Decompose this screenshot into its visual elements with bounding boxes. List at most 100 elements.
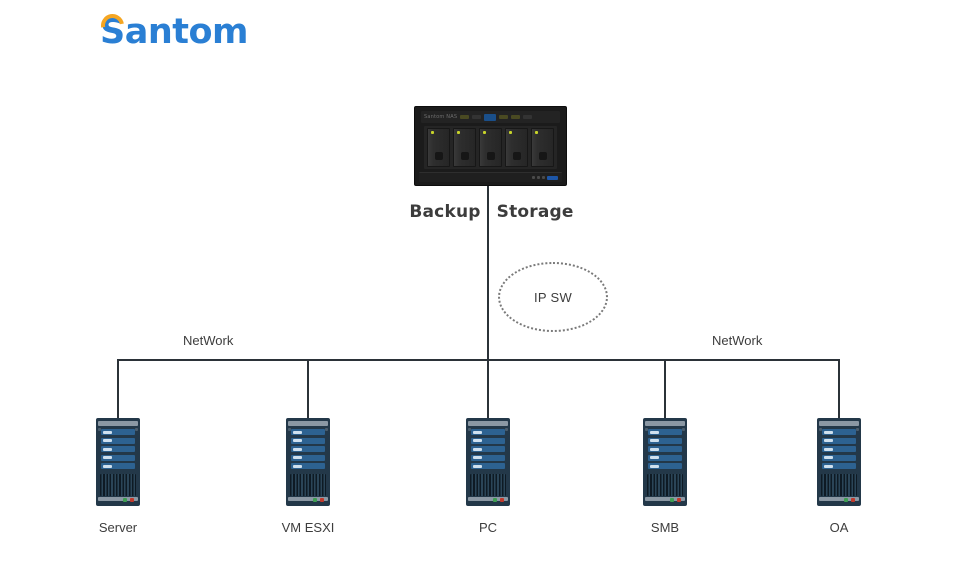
node-label-smb: SMB [650, 520, 680, 535]
tower-status-leds [670, 498, 681, 502]
drive-latch-icon [486, 152, 495, 160]
tower-corner-screw [98, 428, 101, 431]
network-bus-line [117, 359, 839, 361]
nas-drive-bay [479, 128, 502, 167]
tower-vent-grille [100, 474, 136, 496]
tower-bottom-trim [819, 497, 859, 502]
nas-status-led-3 [484, 113, 497, 121]
node-smb[interactable]: SMB [605, 418, 725, 535]
nas-drive-bay [427, 128, 450, 167]
tower-drive-bay [648, 446, 682, 452]
tower-corner-screw [135, 428, 138, 431]
tower-corner-screw [505, 428, 508, 431]
nas-power-led-icon [547, 175, 558, 180]
power-led-icon [844, 498, 848, 502]
tower-drive-bay [291, 463, 325, 469]
alert-led-icon [851, 498, 855, 502]
tower-drive-bay [471, 429, 505, 435]
tower-drive-bay [471, 463, 505, 469]
tower-vent-grille [647, 474, 683, 496]
ip-switch-node: IP SW [498, 262, 608, 332]
alert-led-icon [130, 498, 134, 502]
node-oa[interactable]: OA [779, 418, 899, 535]
nas-top-panel: Santom NAS [421, 111, 560, 123]
tower-drive-bay [101, 446, 135, 452]
tower-corner-screw [325, 428, 328, 431]
tower-drive-bay [291, 437, 325, 444]
link-bus-to-vm-esxi [307, 359, 309, 419]
nas-status-led-5 [511, 115, 521, 119]
node-label-pc: PC [478, 520, 498, 535]
tower-corner-screw [645, 428, 648, 431]
tower-drive-bay [471, 454, 505, 461]
link-bus-to-pc [487, 359, 489, 419]
nas-status-led-1 [460, 115, 470, 119]
tower-drive-bay [648, 454, 682, 461]
alert-led-icon [677, 498, 681, 502]
nas-status-led-2 [472, 115, 482, 119]
link-nas-to-bus [487, 186, 489, 361]
drive-activity-led-icon [509, 131, 512, 134]
storage-title-group: Backup Storage [404, 202, 579, 222]
tower-top-trim [468, 421, 508, 426]
node-server[interactable]: Server [58, 418, 178, 535]
node-label-oa: OA [829, 520, 849, 535]
tower-drive-bays [101, 429, 135, 469]
power-led-icon [123, 498, 127, 502]
power-led-icon [670, 498, 674, 502]
link-bus-to-server [117, 359, 119, 419]
node-vm-esxi[interactable]: VM ESXI [248, 418, 368, 535]
tower-status-leds [844, 498, 855, 502]
link-bus-to-smb [664, 359, 666, 419]
tower-drive-bay [291, 454, 325, 461]
tower-corner-screw [288, 428, 291, 431]
network-label-left: NetWork [183, 333, 234, 348]
tower-drive-bay [471, 446, 505, 452]
ip-switch-label: IP SW [533, 289, 573, 305]
tower-status-leds [493, 498, 504, 502]
nas-drive-bay [531, 128, 554, 167]
tower-drive-bay [291, 446, 325, 452]
tower-drive-bay [101, 463, 135, 469]
drive-activity-led-icon [535, 131, 538, 134]
tower-corner-screw [856, 428, 859, 431]
nas-base-indicator [532, 176, 535, 179]
tower-corner-screw [468, 428, 471, 431]
tower-top-trim [645, 421, 685, 426]
tower-drive-bays [471, 429, 505, 469]
power-led-icon [313, 498, 317, 502]
tower-corner-screw [682, 428, 685, 431]
tower-drive-bay [471, 437, 505, 444]
tower-status-leds [313, 498, 324, 502]
tower-status-leds [123, 498, 134, 502]
tower-bottom-trim [645, 497, 685, 502]
tower-vent-grille [821, 474, 857, 496]
alert-led-icon [500, 498, 504, 502]
tower-drive-bay [822, 463, 856, 469]
server-tower-icon [96, 418, 140, 506]
drive-latch-icon [512, 152, 521, 160]
tower-drive-bay [822, 454, 856, 461]
node-pc[interactable]: PC [428, 418, 548, 535]
tower-drive-bay [822, 446, 856, 452]
server-tower-icon [817, 418, 861, 506]
nas-brand-label: Santom NAS [424, 114, 458, 120]
nas-base-panel [419, 172, 562, 182]
nas-base-indicator [542, 176, 545, 179]
tower-drive-bays [291, 429, 325, 469]
nas-drive-bay [505, 128, 528, 167]
tower-drive-bay [101, 454, 135, 461]
tower-drive-bays [648, 429, 682, 469]
tower-bottom-trim [468, 497, 508, 502]
tower-drive-bay [822, 429, 856, 435]
tower-top-trim [819, 421, 859, 426]
server-tower-icon [466, 418, 510, 506]
tower-drive-bay [648, 437, 682, 444]
tower-drive-bay [101, 437, 135, 444]
tower-drive-bay [822, 437, 856, 444]
tower-drive-bay [648, 429, 682, 435]
drive-activity-led-icon [457, 131, 460, 134]
nas-appliance: Santom NAS [414, 106, 567, 186]
tower-bottom-trim [98, 497, 138, 502]
nas-drive-bay-group [424, 126, 557, 169]
